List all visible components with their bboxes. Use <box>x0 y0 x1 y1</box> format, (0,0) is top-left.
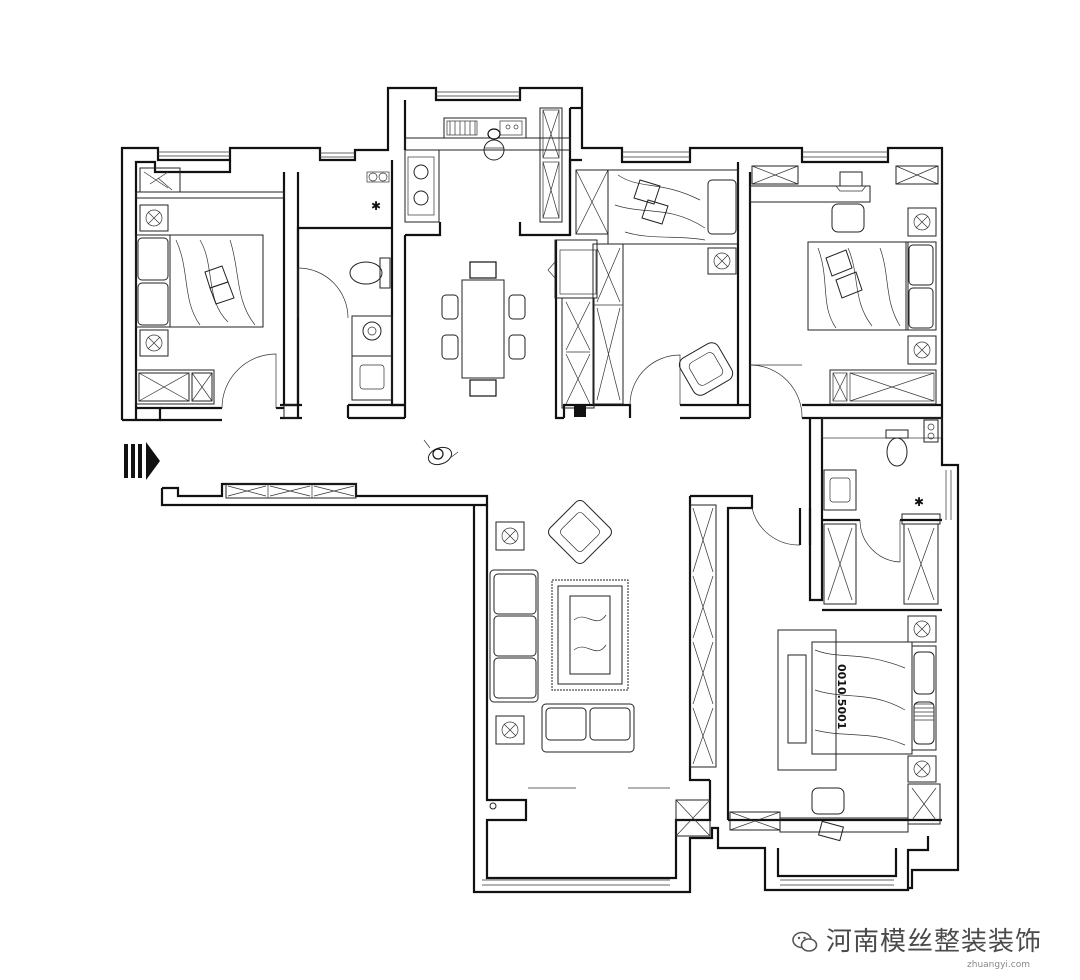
entry-arrow-icon <box>124 442 160 480</box>
exterior-walls <box>120 86 960 894</box>
nightstand <box>139 204 169 232</box>
nightstand <box>139 329 169 357</box>
laptop-icon <box>817 820 845 842</box>
master-bedroom: 0010.5001 <box>729 615 941 842</box>
rug <box>551 579 629 691</box>
sink <box>443 117 527 139</box>
dining-table <box>441 261 526 397</box>
interior-walls <box>160 100 942 822</box>
corridor <box>225 439 459 499</box>
bed-tag-label: 0010.5001 <box>835 664 848 729</box>
bathroom-1: ✱ <box>349 171 393 401</box>
plant-icon: ✱ <box>914 495 924 509</box>
kitchen <box>404 107 571 223</box>
sofa <box>489 569 539 703</box>
toilet <box>349 257 391 289</box>
armchair <box>548 500 612 564</box>
watermark-subtext: zhuangyi.com <box>967 960 1030 970</box>
plant-icon: ✱ <box>371 199 381 213</box>
left-bedroom <box>135 167 285 405</box>
living-room <box>489 500 717 837</box>
laptop-icon <box>835 171 867 192</box>
sofa <box>541 703 635 753</box>
watermark-text: 河南模丝整装装饰 <box>825 927 1042 957</box>
person-icon <box>423 439 459 466</box>
bathroom-2: ✱ <box>821 417 943 605</box>
right-bedroom <box>749 165 939 405</box>
armchair <box>678 342 734 396</box>
cabinets <box>547 239 598 417</box>
watermark: 河南模丝整装装饰 <box>792 921 1042 958</box>
wechat-logo-icon <box>792 931 818 952</box>
toilet <box>885 429 909 467</box>
middle-bedroom <box>575 169 739 405</box>
person-icon <box>483 128 505 161</box>
wardrobe <box>135 369 215 405</box>
windows <box>158 91 952 886</box>
doors <box>221 267 901 789</box>
